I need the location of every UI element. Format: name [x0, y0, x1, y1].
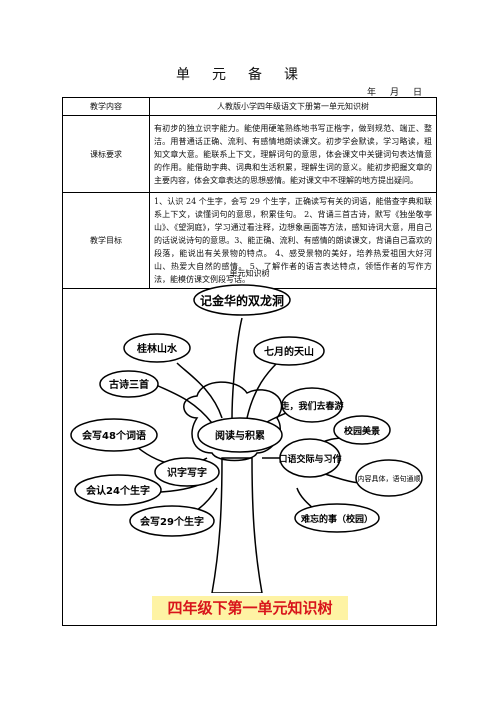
node-tianshan: [253, 336, 325, 366]
table-row: 课标要求 有初步的独立识字能力。能使用硬笔熟练地书写正楷字，做到规范、端正、整洁…: [62, 115, 437, 193]
table-row: 教学目标 1、认识 24 个生字，会写 29 个生字，正确读写有关的词语，能借查…: [62, 192, 437, 289]
node-top-text: 记金华的双龙洞: [200, 293, 284, 308]
node-xiaoyuan: [333, 415, 391, 445]
tree-label: 单元知识树: [229, 269, 270, 278]
node-ren24: [74, 474, 162, 506]
node-center: [197, 417, 283, 453]
node-nanwang-text: 难忘的事（校园）: [300, 513, 373, 525]
row-label: 教学内容: [62, 97, 150, 116]
tree-crown: [183, 381, 283, 462]
node-kouyu-text: 口语交际与习作: [278, 453, 341, 465]
node-tianshan-text: 七月的天山: [264, 345, 314, 358]
node-ci48: [70, 418, 158, 452]
lesson-plan-table: 教学内容 人教版小学四年级语文下册第一单元知识树 课标要求 有初步的独立识字能力…: [62, 97, 437, 289]
node-nanwang: [294, 503, 380, 533]
row-content: 1、认识 24 个生字，会写 29 个生字，正确读写有关的词语，能借查字典和联系…: [149, 192, 437, 289]
tree-trunk: [211, 457, 263, 593]
node-top: [193, 284, 291, 316]
node-walk: [281, 387, 343, 423]
node-guilin: [123, 333, 191, 363]
node-shizi-text: 识字写字: [167, 466, 207, 479]
knowledge-tree: 记金华的双龙洞 桂林山水 七月的天山 古诗三首 阅读与积累 走，我们去春游 会写…: [70, 284, 423, 593]
node-xiaoyuan-text: 校园美景: [344, 425, 380, 437]
row-label: 教学目标: [62, 192, 150, 289]
table-row: 教学内容 人教版小学四年级语文下册第一单元知识树: [62, 97, 437, 116]
node-center-text: 阅读与积累: [215, 429, 265, 442]
node-ren24-text: 会认24个生字: [86, 484, 150, 497]
node-ci48-text: 会写48个词语: [82, 429, 146, 442]
node-xie29: [129, 505, 215, 537]
row-content: 人教版小学四年级语文下册第一单元知识树: [149, 97, 437, 116]
node-gushi: [99, 370, 159, 398]
page-title: 单元备课: [176, 67, 320, 83]
node-shizi: [154, 457, 220, 487]
row-content: 有初步的独立识字能力。能使用硬笔熟练地书写正楷字，做到规范、端正、整洁。用普通话…: [149, 115, 437, 193]
tree-cell: [62, 265, 437, 626]
row-label: 课标要求: [62, 115, 150, 193]
date-label: 年月日: [366, 88, 436, 98]
node-xie29-text: 会写29个生字: [140, 515, 204, 528]
node-neirong-text: 内容具体，语句通顺: [358, 474, 421, 483]
node-guilin-text: 桂林山水: [136, 342, 178, 355]
node-gushi-text: 古诗三首: [109, 378, 149, 391]
node-neirong: [355, 459, 423, 497]
node-kouyu: [279, 438, 341, 478]
tree-banner: 四年级下第一单元知识树: [152, 596, 348, 620]
node-walk-text: 走，我们去春游: [279, 400, 343, 412]
